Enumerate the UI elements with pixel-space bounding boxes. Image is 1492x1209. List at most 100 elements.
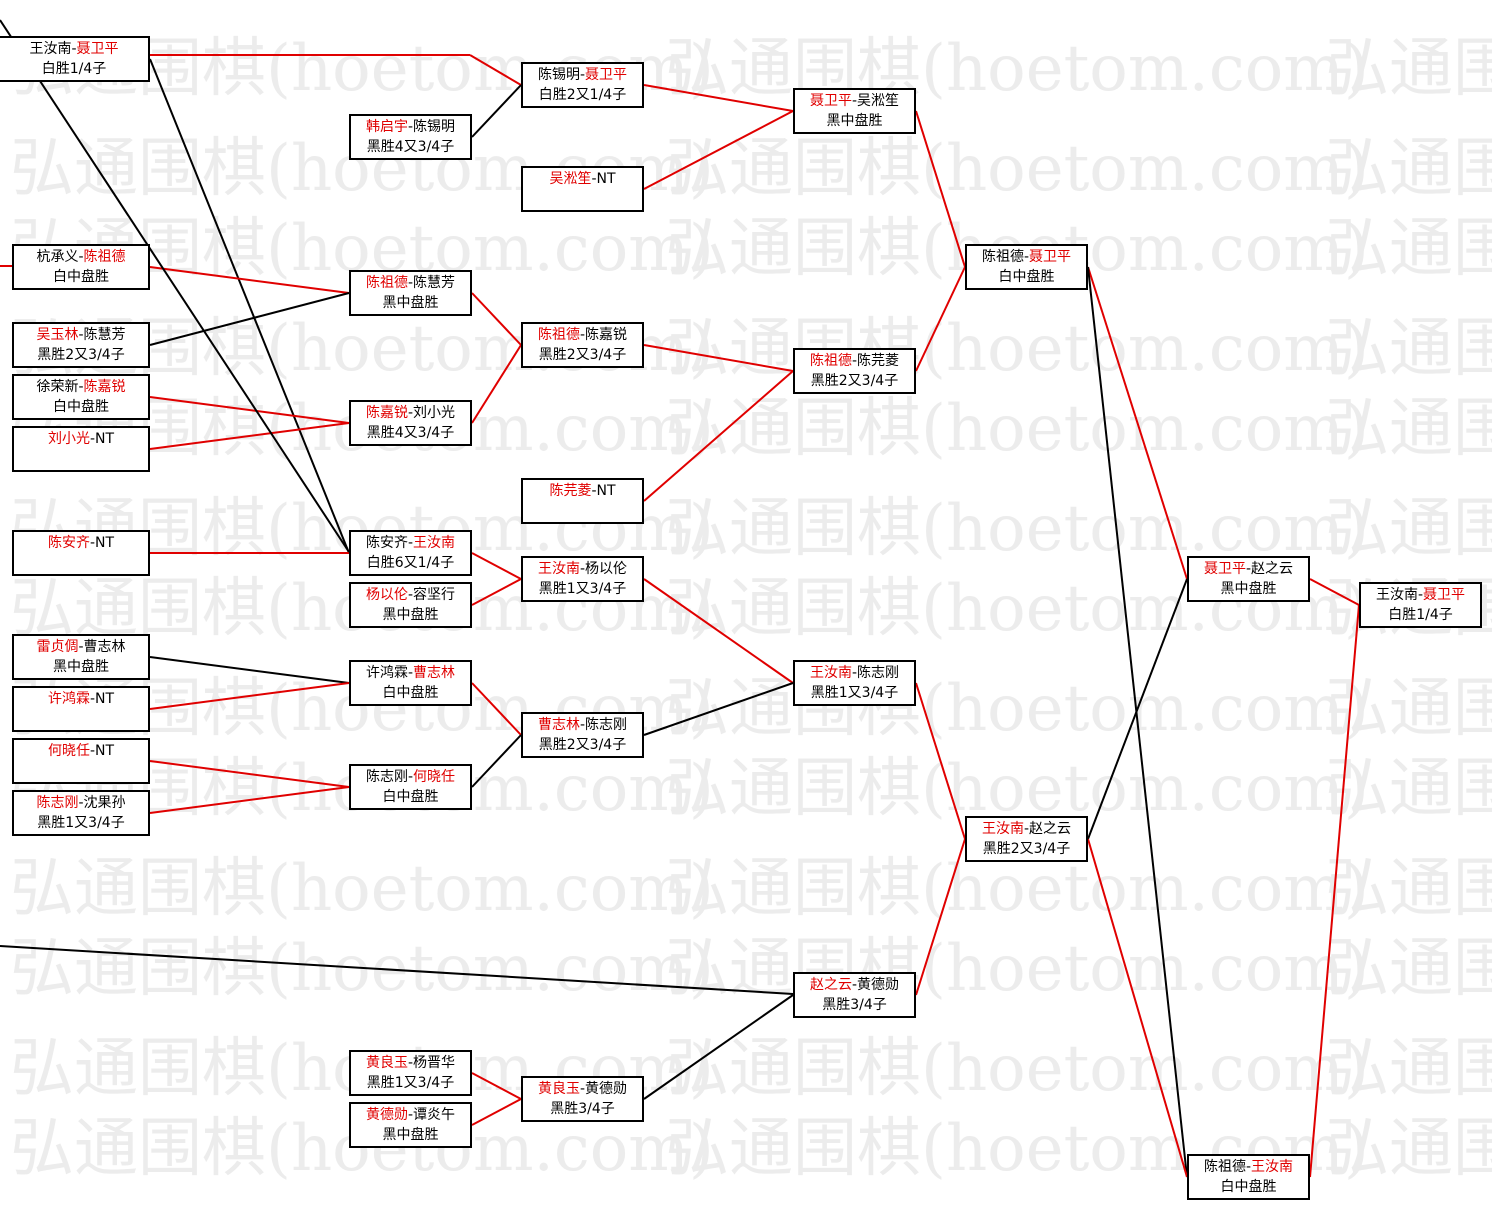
match-players: 王汝南-聂卫平	[1361, 585, 1480, 605]
winner-connector	[643, 344, 794, 372]
separator: -	[579, 67, 586, 83]
player-name: 王汝南	[1375, 587, 1418, 603]
player-name: 黄德勋	[585, 1081, 628, 1097]
player-name: 陈嘉锐	[585, 327, 628, 343]
match-players: 许鸿霖-NT	[14, 689, 148, 709]
match-box: 陈锡明-聂卫平白胜2又1/4子	[521, 62, 644, 108]
match-box: 王汝南-陈志刚黑胜1又3/4子	[793, 660, 916, 706]
player-name: 王汝南	[413, 535, 456, 551]
match-result: 黑中盘胜	[53, 659, 109, 675]
player-name: 陈芫菱	[549, 483, 592, 499]
winner-connector	[471, 682, 522, 736]
match-result: 黑胜2又3/4子	[538, 737, 627, 753]
separator: -	[78, 249, 84, 265]
winner-connector	[149, 266, 350, 294]
player-name: 沈果孙	[83, 795, 126, 811]
player-name: 黄德勋	[857, 977, 900, 993]
separator: -	[407, 587, 414, 603]
winner-connector	[149, 786, 350, 814]
separator: -	[851, 93, 858, 109]
match-box: 聂卫平-赵之云黑中盘胜	[1187, 556, 1310, 602]
player-name: 何晓任	[413, 769, 456, 785]
player-name: 陈慧芳	[413, 275, 456, 291]
player-name: 陈志刚	[36, 795, 79, 811]
match-result: 黑胜3/4子	[822, 997, 887, 1013]
match-result: 白胜2又1/4子	[538, 87, 627, 103]
player-name: 陈嘉锐	[83, 379, 126, 395]
match-players: 陈志刚-何晓任	[351, 767, 470, 787]
player-name: 陈志刚	[585, 717, 628, 733]
winner-connector	[643, 578, 794, 684]
match-result: 白中盘胜	[53, 399, 109, 415]
player-name: 陈祖德	[365, 275, 408, 291]
player-name: 赵之云	[1251, 561, 1294, 577]
player-name: 曹志林	[83, 639, 126, 655]
match-result: 黑胜4又3/4子	[366, 139, 455, 155]
match-box: 陈祖德-聂卫平白中盘胜	[965, 244, 1088, 290]
winner-connector	[471, 1098, 522, 1126]
loser-connector	[0, 945, 794, 995]
separator: -	[89, 743, 96, 759]
match-players: 陈祖德-聂卫平	[967, 247, 1086, 267]
player-name: 陈祖德	[1203, 1159, 1246, 1175]
separator: -	[851, 977, 858, 993]
winner-connector	[915, 682, 966, 840]
match-box: 赵之云-黄德勋黑胜3/4子	[793, 972, 916, 1018]
match-box: 陈芫菱-NT	[521, 478, 644, 524]
match-result: 白中盘胜	[382, 789, 439, 805]
match-box: 陈嘉锐-刘小光黑胜4又3/4子	[349, 400, 472, 446]
player-name: 聂卫平	[1029, 249, 1072, 265]
match-players: 聂卫平-赵之云	[1189, 559, 1308, 579]
loser-connector	[1087, 578, 1188, 840]
match-box: 韩启宇-陈锡明黑胜4又3/4子	[349, 114, 472, 160]
player-name: 容坚行	[413, 587, 456, 603]
player-name: 陈锡明	[537, 67, 580, 83]
player-name: 王汝南	[809, 665, 852, 681]
player-name: 陈锡明	[413, 119, 456, 135]
match-players: 吴淞笙-NT	[523, 169, 642, 189]
winner-connector	[471, 578, 522, 606]
match-players: 陈祖德-陈芫菱	[795, 351, 914, 371]
player-name: 何晓任	[47, 743, 90, 759]
match-box: 曹志林-陈志刚黑胜2又3/4子	[521, 712, 644, 758]
match-box: 许鸿霖-曹志林白中盘胜	[349, 660, 472, 706]
match-players: 赵之云-黄德勋	[795, 975, 914, 995]
match-players: 陈祖德-陈嘉锐	[523, 325, 642, 345]
player-name: 赵之云	[1029, 821, 1072, 837]
player-name: 曹志林	[537, 717, 580, 733]
match-result: 白中盘胜	[1220, 1179, 1277, 1195]
match-result: 白胜6又1/4子	[366, 555, 455, 571]
player-name: 雷贞倜	[36, 639, 79, 655]
match-players: 陈祖德-王汝南	[1189, 1157, 1308, 1177]
winner-connector	[1087, 838, 1188, 1178]
match-box: 黄德勋-谭炎午黑中盘胜	[349, 1102, 472, 1148]
winner-connector	[915, 266, 966, 372]
player-name: 吴淞笙	[549, 171, 592, 187]
match-box: 陈祖德-陈芫菱黑胜2又3/4子	[793, 348, 916, 394]
player-name: 聂卫平	[809, 93, 852, 109]
separator: -	[579, 1081, 586, 1097]
match-players: 杨以伦-容坚行	[351, 585, 470, 605]
player-name: NT	[95, 691, 115, 707]
match-box: 聂卫平-吴淞笙黑中盘胜	[793, 88, 916, 134]
match-players: 陈锡明-聂卫平	[523, 65, 642, 85]
loser-connector	[149, 58, 350, 554]
separator: -	[71, 41, 77, 57]
match-players: 黄良玉-黄德勋	[523, 1079, 642, 1099]
match-result: 黑胜2又3/4子	[810, 373, 899, 389]
player-name: 陈祖德	[83, 249, 126, 265]
match-players: 陈志刚-沈果孙	[14, 793, 148, 813]
player-name: 吴淞笙	[857, 93, 900, 109]
match-box: 吴玉林-陈慧芳黑胜2又3/4子	[12, 322, 150, 368]
match-players: 陈祖德-陈慧芳	[351, 273, 470, 293]
match-players: 韩启宇-陈锡明	[351, 117, 470, 137]
winner-connector	[471, 552, 522, 580]
match-players: 王汝南-赵之云	[967, 819, 1086, 839]
player-name: 陈祖德	[981, 249, 1024, 265]
separator: -	[591, 171, 597, 187]
match-box: 陈志刚-何晓任白中盘胜	[349, 764, 472, 810]
separator: -	[851, 353, 858, 369]
player-name: 杨以伦	[365, 587, 408, 603]
player-name: NT	[95, 535, 115, 551]
player-name: 许鸿霖	[47, 691, 90, 707]
